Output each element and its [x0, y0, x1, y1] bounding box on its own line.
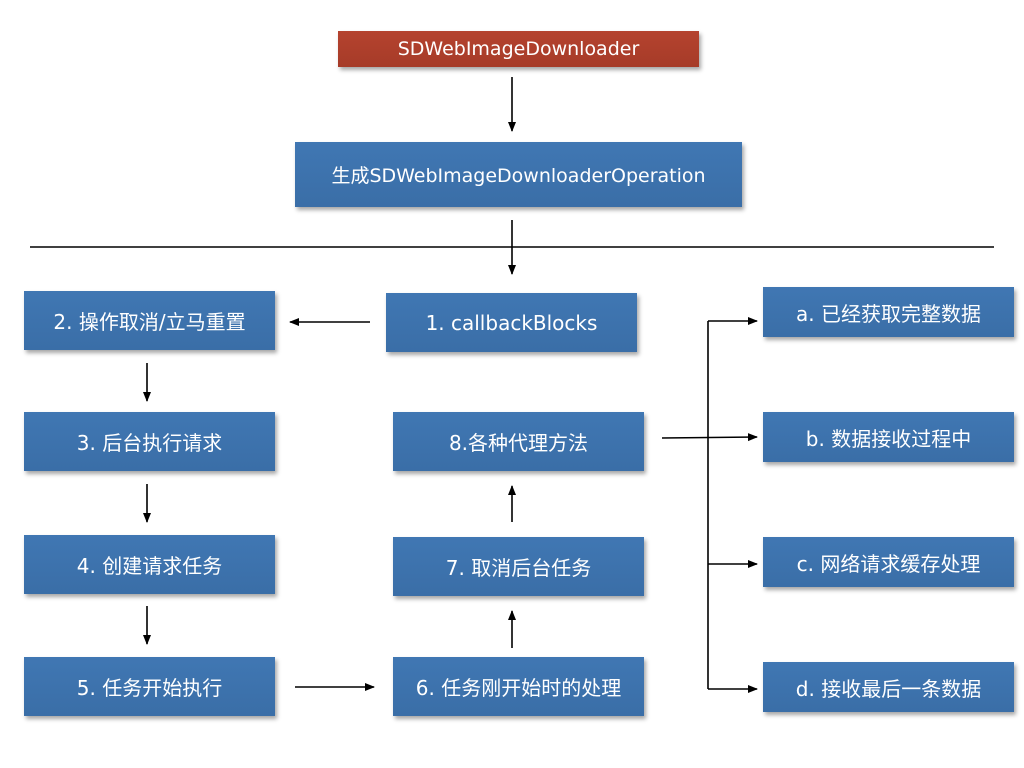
- step-4-label: 4. 创建请求任务: [76, 554, 223, 578]
- generate-operation-box: 生成SDWebImageDownloaderOperation: [295, 142, 742, 207]
- delegate-c-box: c. 网络请求缓存处理: [763, 537, 1014, 587]
- delegate-c-label: c. 网络请求缓存处理: [796, 551, 981, 576]
- step-1-box: 1. callbackBlocks: [386, 293, 637, 352]
- step-5-label: 5. 任务开始执行: [76, 676, 223, 700]
- sdwebimagedownloader-box: SDWebImageDownloader: [338, 31, 699, 67]
- delegate-b-box: b. 数据接收过程中: [763, 412, 1014, 462]
- step-5-box: 5. 任务开始执行: [24, 657, 275, 716]
- delegate-a-label: a. 已经获取完整数据: [796, 301, 981, 326]
- step-7-label: 7. 取消后台任务: [445, 556, 592, 580]
- step-1-label: 1. callbackBlocks: [425, 310, 598, 335]
- step-4-box: 4. 创建请求任务: [24, 535, 275, 594]
- sdwebimagedownloader-label: SDWebImageDownloader: [397, 38, 640, 60]
- step-8-label: 8.各种代理方法: [448, 431, 589, 455]
- step-6-label: 6. 任务刚开始时的处理: [415, 676, 622, 700]
- delegate-d-box: d. 接收最后一条数据: [763, 662, 1014, 712]
- step-2-label: 2. 操作取消/立马重置: [53, 310, 246, 334]
- step-2-box: 2. 操作取消/立马重置: [24, 291, 275, 350]
- delegate-d-label: d. 接收最后一条数据: [795, 676, 982, 701]
- step-8-box: 8.各种代理方法: [393, 412, 644, 471]
- generate-operation-label: 生成SDWebImageDownloaderOperation: [331, 165, 706, 187]
- step-3-box: 3. 后台执行请求: [24, 412, 275, 471]
- delegate-b-label: b. 数据接收过程中: [805, 426, 972, 451]
- step-3-label: 3. 后台执行请求: [76, 431, 223, 455]
- step-7-box: 7. 取消后台任务: [393, 537, 644, 596]
- step-6-box: 6. 任务刚开始时的处理: [393, 657, 644, 716]
- delegate-a-box: a. 已经获取完整数据: [763, 287, 1014, 337]
- arrow-s8-to-b: [661, 433, 758, 442]
